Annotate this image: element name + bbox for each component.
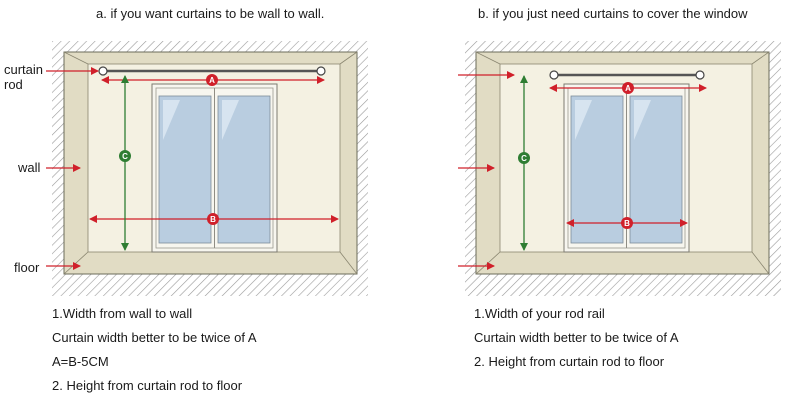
panel-a-note-1: 1.Width from wall to wall	[52, 306, 193, 321]
panel-b-marker-b: B	[621, 217, 633, 229]
panel-a-marker-a-text: A	[209, 76, 215, 85]
panel-a-curtain-rod	[98, 66, 326, 76]
panel-a-marker-b-text: B	[210, 215, 216, 224]
panel-b-curtain-rod	[549, 70, 705, 80]
panel-a-window	[151, 83, 278, 253]
panel-b-note-1: 1.Width of your rod rail	[474, 306, 605, 321]
panel-a-title: a. if you want curtains to be wall to wa…	[96, 6, 325, 21]
curtain-rod-label: curtain rod	[4, 62, 43, 92]
panel-b-marker-a: A	[622, 82, 634, 94]
panel-a-note-2: Curtain width better to be twice of A	[52, 330, 257, 345]
panel-a-marker-a: A	[206, 74, 218, 86]
panel-b-marker-c-text: C	[521, 154, 527, 163]
panel-a-marker-c-text: C	[122, 152, 128, 161]
panel-b-marker-c: C	[518, 152, 530, 164]
panel-a-note-4: 2. Height from curtain rod to floor	[52, 378, 243, 393]
panel-b-marker-b-text: B	[624, 219, 630, 228]
panel-a-note-3: A=B-5CM	[52, 354, 109, 369]
panel-a-marker-c: C	[119, 150, 131, 162]
panel-b-note-2: Curtain width better to be twice of A	[474, 330, 679, 345]
curtain-rod-label-line1: curtain	[4, 62, 44, 77]
panel-a-marker-b: B	[207, 213, 219, 225]
curtain-rod-label-line2: rod	[4, 77, 23, 92]
panel-b-note-3: 2. Height from curtain rod to floor	[474, 354, 665, 369]
wall-label: wall	[18, 160, 41, 175]
panel-b-title: b. if you just need curtains to cover th…	[478, 6, 748, 21]
panel-b-glass-right	[629, 95, 683, 244]
floor-label: floor	[14, 260, 40, 275]
panel-b-marker-a-text: A	[625, 84, 631, 93]
